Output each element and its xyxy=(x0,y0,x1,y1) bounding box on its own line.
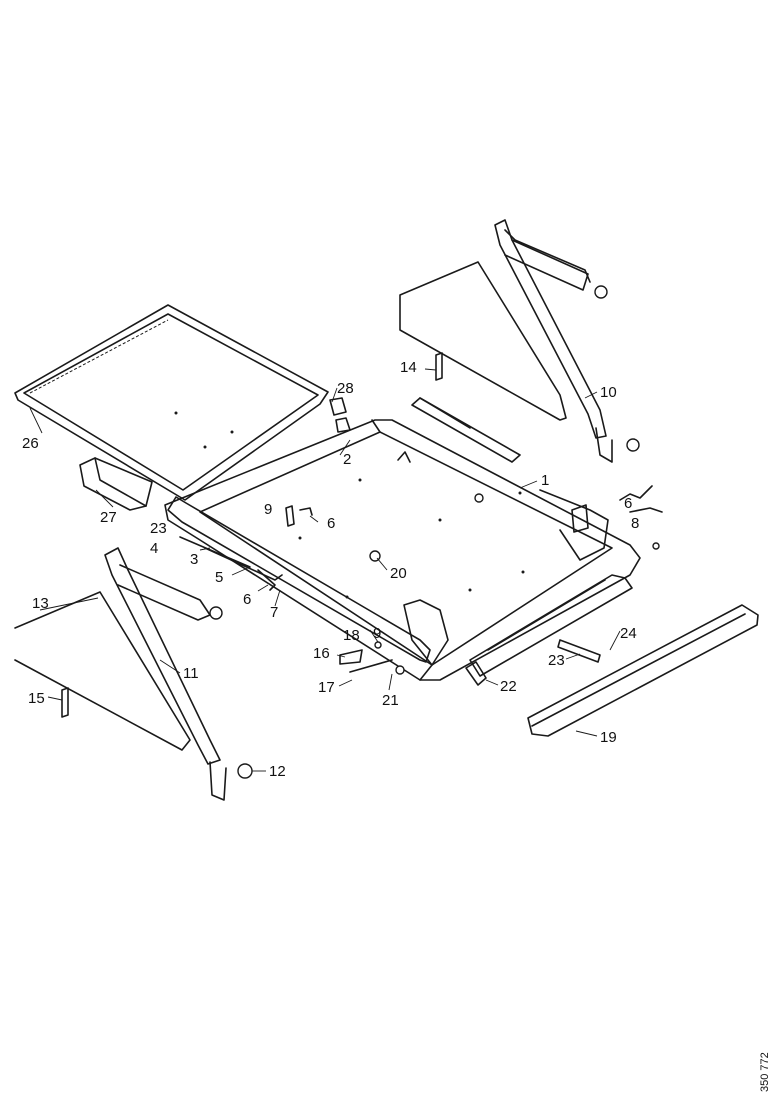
callout-17: 17 xyxy=(318,679,335,696)
callout-4: 4 xyxy=(150,540,158,557)
callout-2: 2 xyxy=(343,451,351,468)
callout-16: 16 xyxy=(313,645,330,662)
callout-21: 21 xyxy=(382,692,399,709)
callout-23-left: 23 xyxy=(150,520,167,537)
callout-20: 20 xyxy=(390,565,407,582)
callout-3: 3 xyxy=(190,551,198,568)
callout-24: 24 xyxy=(620,625,637,642)
drawing-number: 350 772 xyxy=(759,1052,771,1092)
callout-10: 10 xyxy=(600,384,617,401)
callout-23-right: 23 xyxy=(548,652,565,669)
callout-14: 14 xyxy=(400,359,417,376)
clip-14 xyxy=(435,352,443,381)
side-rail-upper xyxy=(411,397,609,561)
left-support-arm xyxy=(104,547,253,801)
callout-labels: 1 2 3 4 5 6 6 6 7 8 9 9 10 11 12 13 14 1… xyxy=(22,359,639,780)
step-board xyxy=(527,604,759,737)
front-rail xyxy=(167,496,449,666)
callout-15: 15 xyxy=(28,690,45,707)
right-support-arm xyxy=(494,219,640,463)
callout-12: 12 xyxy=(269,763,286,780)
callout-8: 8 xyxy=(631,515,639,532)
side-rail-lower xyxy=(469,574,633,677)
callout-6-center: 6 xyxy=(327,515,335,532)
leader-lines xyxy=(29,368,621,772)
callout-19: 19 xyxy=(600,729,617,746)
callout-6-right: 6 xyxy=(624,495,632,512)
callout-26: 26 xyxy=(22,435,39,452)
callout-9-center: 9 xyxy=(264,501,272,518)
callout-22: 22 xyxy=(500,678,517,695)
callout-18: 18 xyxy=(343,627,360,644)
callout-6-lower: 6 xyxy=(243,591,251,608)
clip-15 xyxy=(61,687,69,718)
callout-13: 13 xyxy=(32,595,49,612)
callout-11: 11 xyxy=(183,665,199,682)
callout-28: 28 xyxy=(337,380,354,397)
callout-9-lower: 9 xyxy=(373,625,381,642)
pin-23 xyxy=(557,639,601,663)
floor-frame xyxy=(164,419,641,681)
callout-5: 5 xyxy=(215,569,223,586)
right-side-panel xyxy=(399,261,567,421)
fasteners xyxy=(179,397,663,675)
left-side-panel xyxy=(14,591,191,751)
handle-bracket xyxy=(79,457,153,511)
roof-panel xyxy=(14,304,329,501)
callout-27: 27 xyxy=(100,509,117,526)
callout-1: 1 xyxy=(541,472,549,489)
callout-7: 7 xyxy=(270,604,278,621)
pin-22 xyxy=(465,661,487,686)
